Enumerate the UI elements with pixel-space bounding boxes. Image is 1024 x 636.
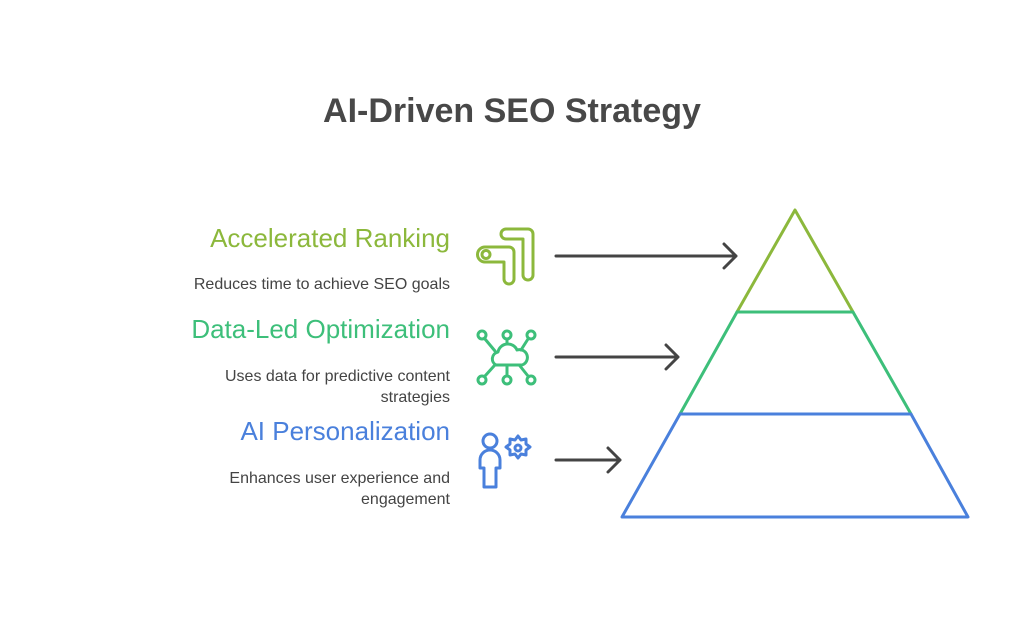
arrow-level-1 xyxy=(554,242,738,270)
user-gear-icon xyxy=(478,432,532,489)
pyramid-level-3 xyxy=(620,412,970,519)
pyramid xyxy=(620,208,970,519)
level-2-heading: Data-Led Optimization xyxy=(191,314,450,344)
level-3-description: Enhances user experience and engagement xyxy=(229,470,450,508)
level-2-description: Uses data for predictive content strateg… xyxy=(224,368,450,406)
arrow-level-2 xyxy=(554,343,680,371)
level-1-heading: Accelerated Ranking xyxy=(210,223,450,253)
cloud-network-icon xyxy=(476,329,537,386)
arrow-level-3 xyxy=(554,446,622,474)
level-1-description: Reduces time to achieve SEO goals xyxy=(193,276,450,293)
pyramid-level-1 xyxy=(735,208,855,314)
level-3-heading: AI Personalization xyxy=(240,416,450,446)
arrows xyxy=(554,242,738,474)
ranking-arrows-icon xyxy=(476,227,535,286)
pyramid-level-2 xyxy=(678,310,913,416)
diagram-title: AI-Driven SEO Strategy xyxy=(323,92,701,130)
